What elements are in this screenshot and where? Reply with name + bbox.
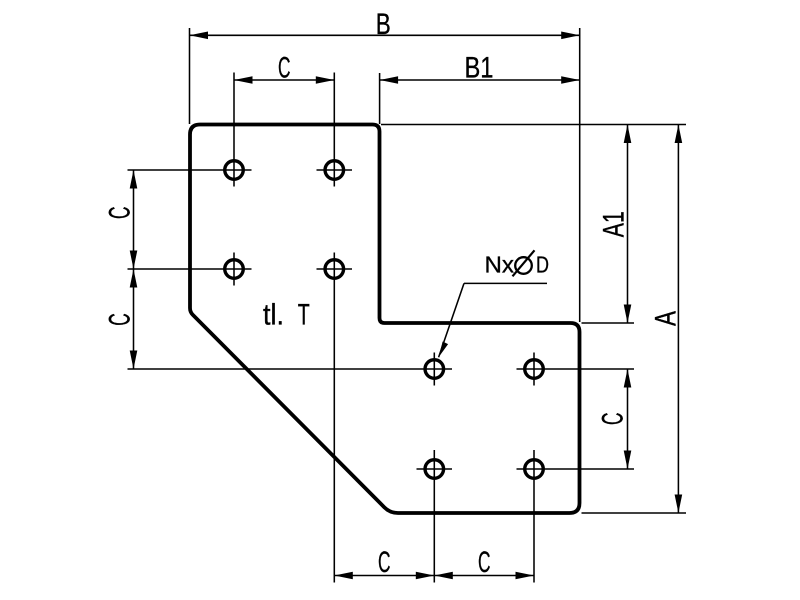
svg-text:tl.: tl. bbox=[263, 298, 284, 331]
svg-text:C: C bbox=[104, 206, 137, 219]
svg-text:C: C bbox=[378, 546, 391, 579]
svg-text:C: C bbox=[104, 313, 137, 326]
svg-text:B: B bbox=[376, 8, 391, 41]
svg-text:Nx: Nx bbox=[485, 252, 515, 278]
svg-text:T: T bbox=[298, 298, 310, 331]
svg-text:A: A bbox=[650, 311, 683, 326]
svg-text:C: C bbox=[597, 413, 630, 426]
svg-text:C: C bbox=[278, 52, 291, 85]
svg-text:C: C bbox=[478, 546, 491, 579]
svg-text:B1: B1 bbox=[465, 52, 494, 85]
svg-text:D: D bbox=[536, 252, 549, 278]
svg-text:A1: A1 bbox=[598, 211, 631, 237]
